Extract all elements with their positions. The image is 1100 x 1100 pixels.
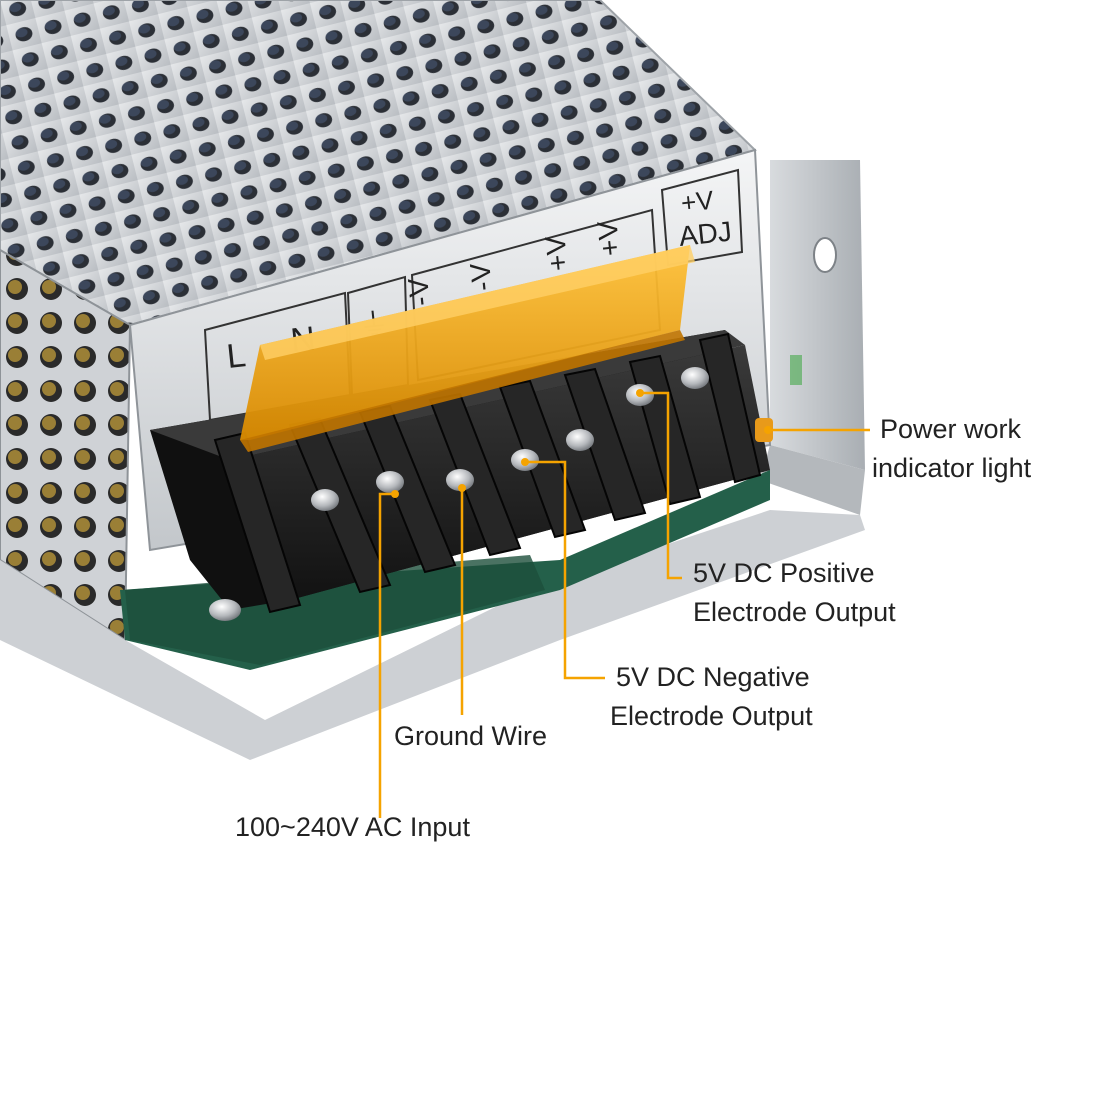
mount-screw-icon xyxy=(209,599,241,621)
callout-ac-input-line1: 100~240V AC Input xyxy=(235,812,470,842)
terminal-marking-pos1: +V xyxy=(539,234,574,272)
screw-icon xyxy=(311,489,339,511)
mounting-flange xyxy=(760,160,865,515)
callout-ac-input: 100~240V AC Input xyxy=(235,808,470,847)
leader-ac-input xyxy=(378,492,395,818)
callout-ground-wire-line1: Ground Wire xyxy=(394,721,548,751)
terminal-marking-pos2: +V xyxy=(591,219,626,257)
leader-dc-positive xyxy=(640,391,682,580)
callout-leader-lines xyxy=(378,391,870,818)
callout-power-light-line1: Power work xyxy=(880,414,1022,444)
terminal-screws xyxy=(311,367,709,511)
callout-dc-negative-line1: 5V DC Negative xyxy=(616,662,810,692)
callout-power-light-line2: indicator light xyxy=(872,453,1032,483)
callout-dc-positive-line2: Electrode Output xyxy=(693,597,896,627)
screw-icon xyxy=(566,429,594,451)
callout-ground-wire: Ground Wire xyxy=(394,717,547,756)
screw-icon xyxy=(376,471,404,493)
screw-icon xyxy=(681,367,709,389)
callout-dc-negative: 5V DC Negative Electrode Output xyxy=(610,658,813,736)
leader-dc-negative xyxy=(525,460,605,680)
terminal-marking-live: L xyxy=(225,336,248,376)
callout-dc-negative-line2: Electrode Output xyxy=(610,701,813,731)
callout-dc-positive: 5V DC Positive Electrode Output xyxy=(693,554,896,632)
callout-power-light: Power work indicator light xyxy=(872,410,1031,488)
terminal-marking-adj-top: +V xyxy=(679,185,715,218)
terminal-dividers xyxy=(213,332,762,614)
terminal-marking-neg2: -V xyxy=(464,261,498,292)
terminal-cover xyxy=(240,245,695,452)
terminal-marking-neg1: -V xyxy=(402,276,436,307)
callout-dc-positive-line1: 5V DC Positive xyxy=(693,558,875,588)
callout-dots xyxy=(391,389,772,498)
screw-icon xyxy=(446,469,474,491)
